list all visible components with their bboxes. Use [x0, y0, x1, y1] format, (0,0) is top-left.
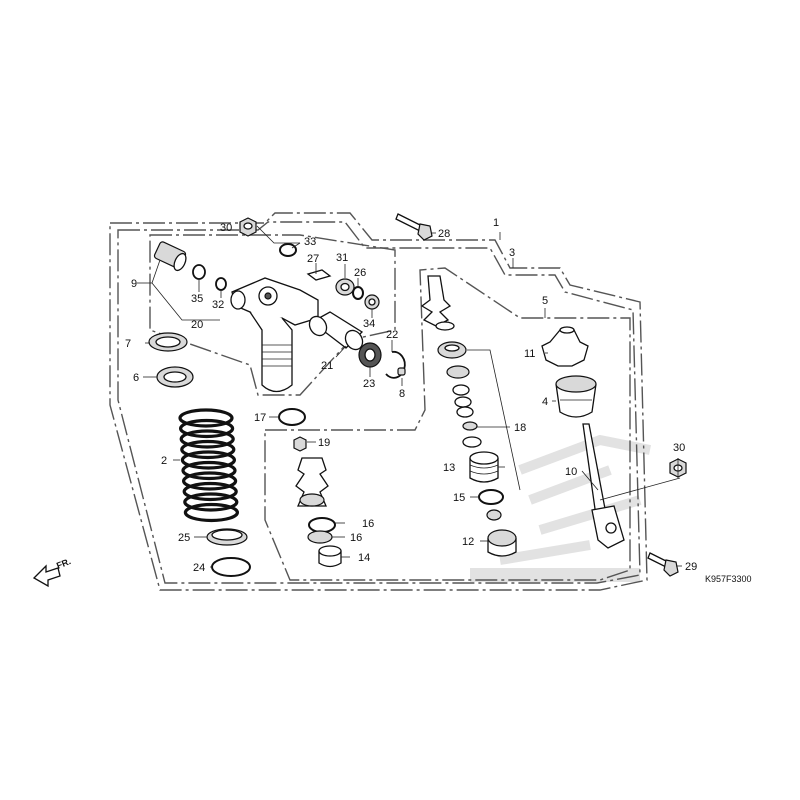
callout-25: 25: [178, 532, 190, 544]
damper-rod-10: [582, 423, 625, 549]
shock-reservoir-body: [230, 277, 319, 393]
callout-5: 5: [542, 295, 548, 307]
seal-34: [364, 294, 380, 310]
locknut-7: [148, 332, 188, 352]
callout-17: 17: [254, 412, 266, 424]
spring-coil: [182, 481, 238, 502]
callout-32: 32: [212, 299, 224, 311]
callout-10: 10: [565, 466, 577, 478]
leader-lines: [137, 225, 682, 568]
o-ring-15: [478, 489, 504, 505]
bolt-29: [647, 552, 679, 577]
ring-24: [211, 557, 251, 577]
adjuster-9: [153, 241, 187, 272]
callout-35: 35: [191, 293, 203, 305]
callout-1: 1: [493, 217, 499, 229]
callout-7: 7: [125, 338, 131, 350]
callout-23: 23: [363, 378, 375, 390]
plate-27: [306, 269, 332, 281]
collar-14: [318, 545, 342, 568]
callout-30a: 30: [220, 222, 232, 234]
callout-20: 20: [191, 319, 203, 331]
spring-coil: [183, 492, 239, 512]
diagram-code: K957F3300: [705, 574, 752, 584]
spring-coil: [180, 439, 236, 460]
callout-22: 22: [386, 329, 398, 341]
callout-34: 34: [363, 318, 375, 330]
watermark-logo: [470, 434, 651, 582]
cap-12: [487, 529, 517, 557]
spring-seat-25: [206, 528, 248, 546]
callout-4: 4: [542, 396, 548, 408]
callout-14: 14: [358, 552, 370, 564]
callout-8: 8: [399, 388, 405, 400]
callout-12: 12: [462, 536, 474, 548]
o-ring-32: [215, 277, 227, 291]
callout-18: 18: [514, 422, 526, 434]
callout-24: 24: [193, 562, 205, 574]
boot-11: [541, 326, 589, 367]
callout-16b: 16: [350, 532, 362, 544]
callout-15: 15: [453, 492, 465, 504]
bladder-13: [469, 451, 499, 483]
group-borders: [109, 212, 648, 591]
ring-26: [352, 286, 364, 300]
sleeve-21: [308, 311, 364, 351]
callout-6: 6: [133, 372, 139, 384]
spring-coil: [182, 471, 238, 491]
bump-rubber: [295, 457, 329, 507]
callout-16a: 16: [362, 518, 374, 530]
spring-coil: [179, 418, 235, 439]
bushing-31: [335, 278, 355, 296]
callout-19: 19: [318, 437, 330, 449]
callout-13: 13: [443, 462, 455, 474]
callout-28: 28: [438, 228, 450, 240]
callout-9: 9: [131, 278, 137, 290]
front-direction-arrow-icon: [32, 564, 61, 588]
callout-2: 2: [161, 455, 167, 467]
nut-19: [293, 436, 307, 452]
callout-21: 21: [321, 360, 333, 372]
damper-stack: [420, 275, 482, 448]
callout-30b: 30: [673, 442, 685, 454]
spring-coil: [180, 450, 236, 470]
callout-26: 26: [354, 267, 366, 279]
spring-coil: [179, 429, 235, 449]
callout-11: 11: [524, 348, 535, 360]
valve: [486, 509, 502, 521]
spring-coil: [178, 408, 234, 428]
callout-labels: 1 2 3 4 5 6 7 8 9 10 11 12 13 14 15 16 1…: [125, 217, 697, 574]
bearing-23: [358, 342, 382, 368]
nut-30-top: [239, 217, 257, 237]
spring-2: [178, 408, 239, 523]
direction-label: FR.: [55, 556, 72, 571]
callout-31: 31: [336, 252, 348, 264]
spring-coil: [183, 502, 239, 523]
o-ring-33: [279, 243, 297, 257]
bolt-28: [395, 213, 433, 241]
ring-17: [278, 408, 306, 426]
locknut-6: [156, 366, 194, 388]
callout-3: 3: [509, 247, 515, 259]
ring-16b: [307, 530, 333, 544]
callout-33: 33: [304, 236, 316, 248]
ring-16a: [308, 517, 336, 533]
callout-27: 27: [307, 253, 319, 265]
pin-8: [397, 367, 406, 376]
o-ring-35: [192, 264, 206, 280]
callout-29: 29: [685, 561, 697, 573]
spring-coil: [181, 460, 237, 481]
cover-4: [555, 375, 597, 418]
